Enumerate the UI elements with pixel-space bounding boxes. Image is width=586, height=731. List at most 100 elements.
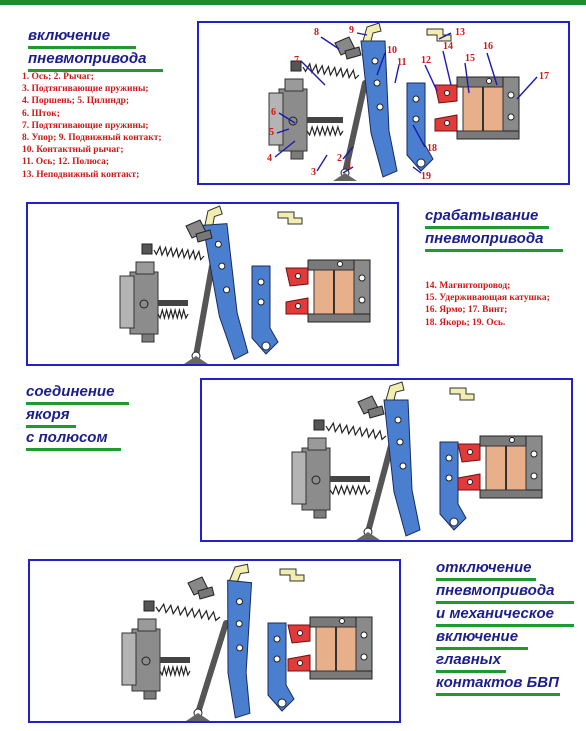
moving-contact [228,563,250,582]
pole-rivet [467,449,473,455]
callout-line [412,166,422,174]
pull-spring [325,421,387,441]
piston-rod [330,476,370,482]
armature-axis [277,698,287,708]
part-number-label: 7 [294,55,299,66]
heading-line: главных [436,651,501,668]
yoke-screw [358,296,366,304]
lever-hole [235,598,243,606]
piston-rod [160,657,190,663]
yoke-screw [360,653,368,661]
top-screw [509,437,515,443]
return-spring [157,307,189,321]
mechanism-drawing-4 [121,563,373,721]
heading-line: пневмопривода [425,230,544,247]
fixed-contact [277,211,303,225]
callout-line [376,52,386,76]
yoke-bottom [479,489,543,499]
part-number-label: 1 [347,161,352,172]
part-number-label: 19 [421,171,431,182]
legend-line: 6. Шток; [22,108,60,119]
lever-hole [399,462,407,470]
pole-rivet [444,90,450,96]
lever-base [356,532,380,540]
top-green-bar [0,0,586,5]
legend-line: 16. Ярмо; 17. Винт; [425,305,508,316]
cylinder-top-block [137,618,157,632]
cylinder-top-block [307,437,327,451]
heading-line: якоря [26,406,70,423]
bolt-head [313,419,325,431]
piston-rod [307,117,343,123]
heading-pneumatic-trip: срабатывание пневмопривода [425,207,563,253]
armature [406,82,434,172]
heading-underline [425,249,563,252]
diagram-panel-4 [28,559,401,723]
armature-axis [416,158,426,168]
heading-pneumatic-off: отключение пневмопривода и механическое … [436,559,574,697]
cylinder-foot [290,150,304,160]
diagram-panel-2 [26,202,399,366]
heading-line: включение [28,27,111,44]
callout-line [412,124,426,148]
lever-base [186,713,210,721]
yoke-bottom [456,130,520,140]
bolt-head [290,60,302,72]
armature-hole [445,454,453,462]
lever-hole [371,57,379,65]
armature-hole [273,655,281,663]
part-number-label: 8 [314,27,319,38]
top-screw [339,618,345,624]
fixed-contact [279,568,305,582]
cylinder-cap [121,632,137,686]
heading-line: соединение [26,383,115,400]
callout-line [424,64,438,92]
return-spring [306,125,344,137]
heading-underline [436,647,528,650]
armature [439,441,467,531]
stop-block-lower [367,405,385,419]
moving-contact [204,205,223,226]
pole-rivet [295,273,301,279]
lever-hole [214,240,222,248]
part-number-label: 9 [349,25,354,36]
legend-line: 4. Поршень; 5. Цилиндр; [22,96,130,107]
armature-hole [412,115,420,123]
heading-line: и механическое [436,605,555,622]
pole-rivet [295,303,301,309]
mechanism-drawing-3 [291,381,543,540]
callout-line [516,76,538,100]
cylinder-foot [313,509,327,519]
part-number-label: 10 [387,45,397,56]
cylinder-cap [119,275,135,329]
top-screw [337,261,343,267]
pole-rivet [297,630,303,636]
part-number-label: 14 [443,41,453,52]
cylinder-pin [141,656,151,666]
moving-contact [385,381,405,401]
lever-hole [376,103,384,111]
callout-line [438,32,452,40]
yoke-bottom [309,670,373,680]
pole-rivet [467,479,473,485]
heading-underline [26,448,121,451]
lever-rod [365,439,395,535]
mechanism-drawing-2 [119,205,371,364]
heading-underline [28,46,136,49]
yoke-screw [530,450,538,458]
callout-line [342,146,354,160]
callout-line [320,36,340,50]
callout-line [316,154,328,172]
part-number-label: 12 [421,55,431,66]
part-number-label: 11 [397,57,406,68]
part-number-label: 2 [337,153,342,164]
legend-line: 13. Неподвижный контакт; [22,169,140,180]
lever-base [184,356,208,364]
mechanism-group [268,23,520,181]
contact-lever-group [202,205,249,361]
armature [251,265,279,355]
heading-line: контактов БВП [436,674,559,691]
legend-line: 18. Якорь; 19. Ось. [425,317,506,328]
